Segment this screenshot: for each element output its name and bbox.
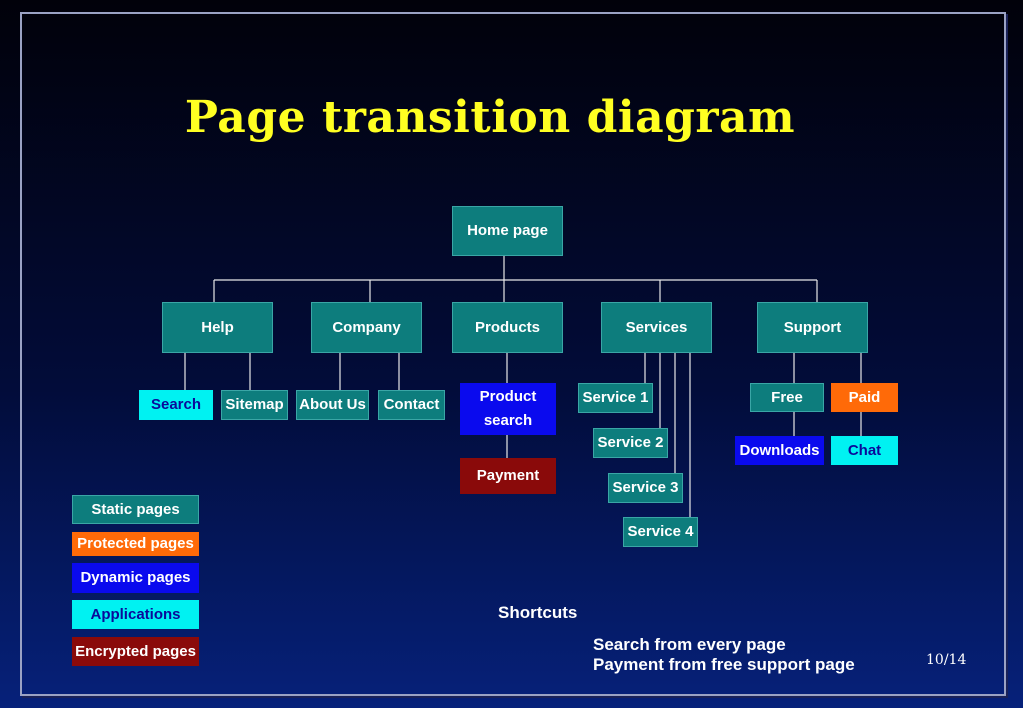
node-label: Service 4	[627, 523, 694, 540]
node-label: About Us	[299, 396, 366, 413]
node-label: Chat	[847, 441, 882, 459]
node-label: Free	[771, 388, 803, 406]
legend-applications: Applications	[72, 600, 199, 629]
node-label: Sitemap	[225, 396, 284, 413]
node-label: Support	[783, 318, 842, 336]
legend-label: Static pages	[91, 500, 180, 518]
shortcut-payment: Payment from free support page	[593, 655, 855, 674]
node-search: Search	[139, 390, 213, 420]
node-label: Service 2	[597, 434, 664, 451]
legend-label: Protected pages	[77, 535, 194, 552]
node-label: Downloads	[739, 441, 820, 459]
node-home-page: Home page	[452, 206, 563, 256]
legend-label: Encrypted pages	[75, 642, 196, 660]
legend-protected-pages: Protected pages	[72, 532, 199, 556]
node-downloads: Downloads	[735, 436, 824, 465]
node-label: Products	[474, 318, 540, 336]
node-help: Help	[162, 302, 273, 353]
node-label: Contact	[383, 396, 440, 413]
node-services: Services	[601, 302, 712, 353]
node-label: Payment	[476, 467, 540, 484]
node-label: Paid	[848, 388, 881, 406]
node-label: Search	[150, 396, 202, 413]
node-service-3: Service 3	[608, 473, 683, 503]
legend-encrypted-pages: Encrypted pages	[72, 637, 199, 666]
shortcut-search: Search from every page	[593, 635, 786, 654]
node-label: Service 1	[582, 389, 649, 406]
node-label: Help	[201, 318, 234, 336]
node-label: Product	[479, 388, 537, 405]
node-chat: Chat	[831, 436, 898, 465]
legend-label: Dynamic pages	[80, 569, 191, 586]
node-paid: Paid	[831, 383, 898, 412]
node-service-4: Service 4	[623, 517, 698, 547]
node-free: Free	[750, 383, 824, 412]
page-number: 10/14	[926, 652, 967, 668]
node-payment: Payment	[460, 458, 556, 494]
node-sitemap: Sitemap	[221, 390, 288, 420]
node-product-search: Product search	[460, 383, 556, 435]
node-about-us: About Us	[296, 390, 369, 420]
node-label: Service 3	[612, 479, 679, 496]
legend-static-pages: Static pages	[72, 495, 199, 524]
node-company: Company	[311, 302, 422, 353]
node-service-2: Service 2	[593, 428, 668, 458]
page-title: Page transition diagram	[184, 92, 796, 143]
node-label: search	[483, 412, 533, 429]
node-contact: Contact	[378, 390, 445, 420]
legend-label: Applications	[90, 605, 181, 623]
node-support: Support	[757, 302, 868, 353]
node-service-1: Service 1	[578, 383, 653, 413]
node-label: Home page	[467, 222, 548, 239]
legend-dynamic-pages: Dynamic pages	[72, 563, 199, 593]
shortcuts-heading: Shortcuts	[498, 603, 578, 622]
node-label: Company	[332, 318, 401, 336]
node-products: Products	[452, 302, 563, 353]
node-label: Services	[625, 318, 688, 336]
